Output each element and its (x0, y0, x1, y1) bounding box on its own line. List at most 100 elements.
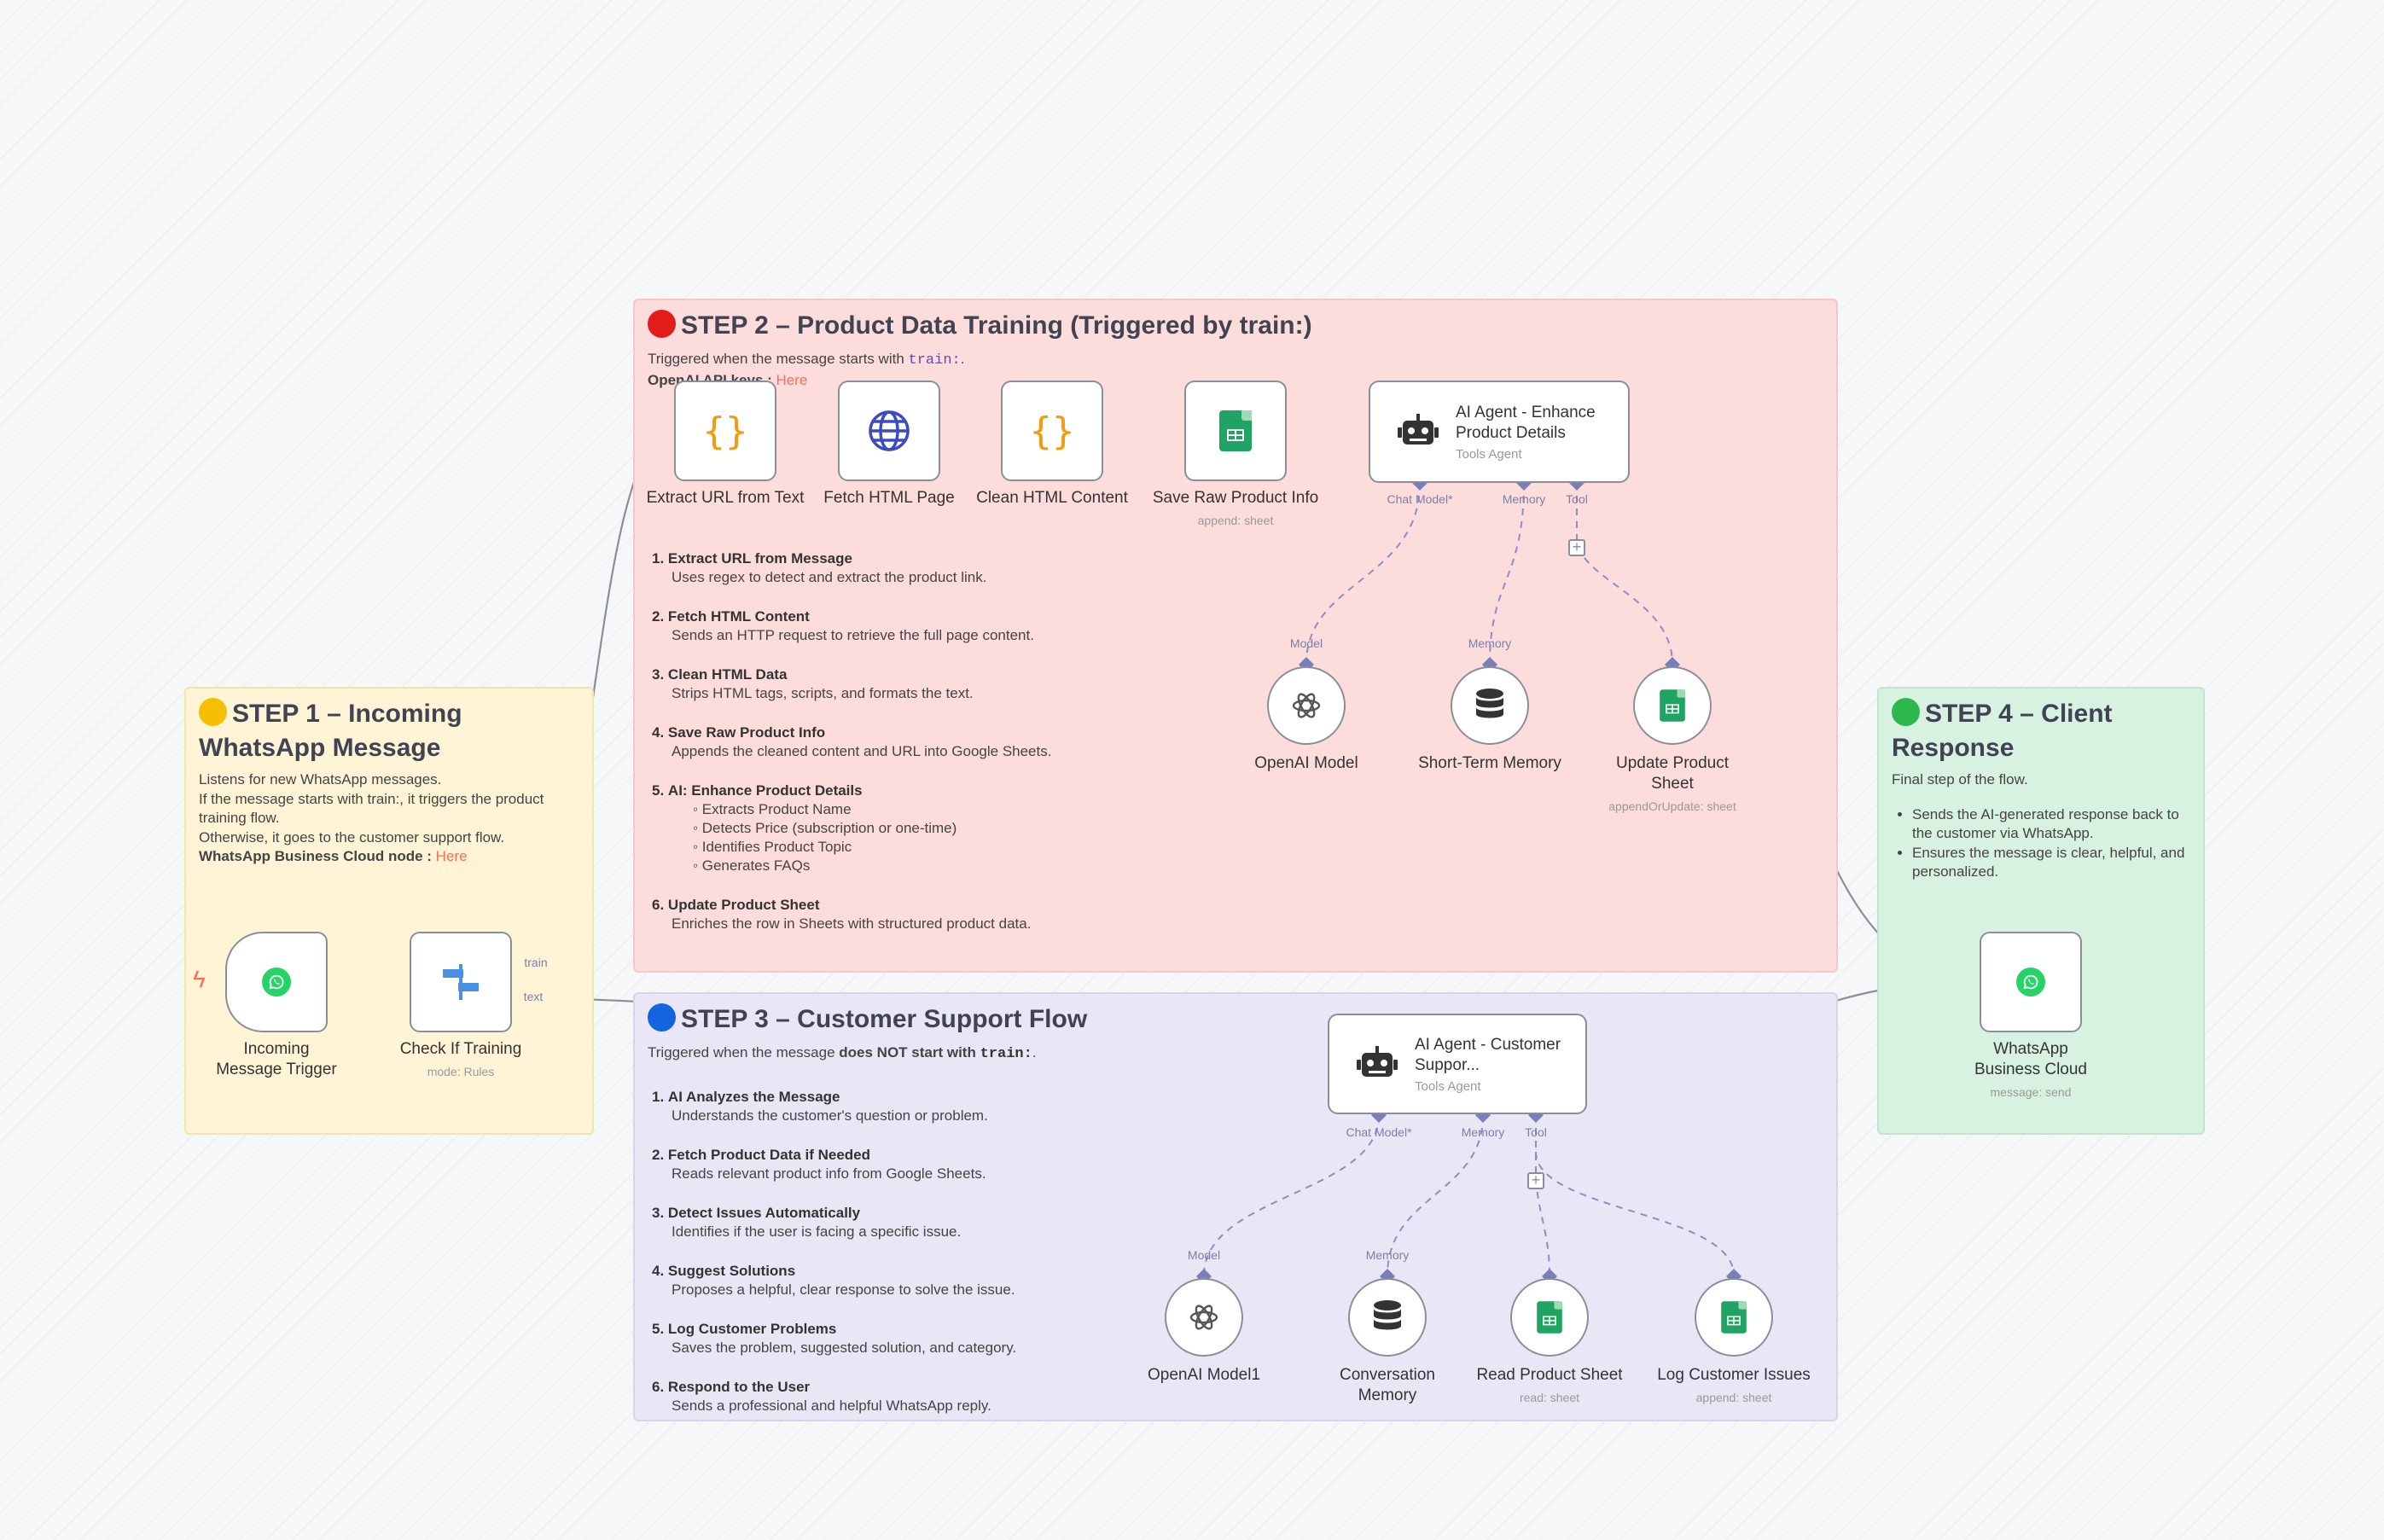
step4-bullet: Sends the AI-generated response back to … (1912, 805, 2186, 844)
node-openai-model1[interactable] (1165, 1278, 1243, 1357)
step2-title-text: STEP 2 – Product Data Training (Triggere… (681, 311, 1312, 340)
list-item: 5. AI: Enhance Product Details ◦ Extract… (652, 782, 1266, 875)
list-item-title: Log Customer Problems (667, 1321, 837, 1337)
list-item-desc: Uses regex to detect and extract the pro… (672, 569, 987, 585)
sticky-step1[interactable]: STEP 1 – Incoming WhatsApp Message Liste… (184, 687, 594, 1135)
label-save-raw: Save Raw Product Info append: sheet (1153, 488, 1318, 531)
agent-title: AI Agent - Enhance Product Details (1456, 403, 1596, 442)
node-check-if-training[interactable] (410, 932, 512, 1032)
label-short-term-memory: Short-Term Memory (1418, 753, 1561, 774)
node-read-product-sheet[interactable] (1510, 1278, 1589, 1357)
node-incoming-message-trigger[interactable] (225, 932, 328, 1032)
list-item-number: 5. (652, 782, 665, 799)
port-label-memory: Memory (1502, 492, 1546, 506)
label-openai-model1: OpenAI Model1 (1148, 1365, 1260, 1386)
node-extract-url-from-text[interactable]: {} (674, 381, 776, 481)
sub-item: ◦ Extracts Product Name (693, 801, 852, 817)
port-label-memory: Memory (1461, 1125, 1505, 1139)
label-subtitle: read: sheet (1519, 1391, 1580, 1404)
step3-description: Triggered when the message does NOT star… (648, 1043, 1330, 1065)
list-item-number: 2. (652, 1147, 665, 1163)
step3-title: STEP 3 – Customer Support Flow (648, 1002, 1825, 1037)
label-subtitle: message: send (1990, 1085, 2072, 1099)
sub-item: ◦ Generates FAQs (693, 857, 811, 874)
node-fetch-html-page[interactable] (838, 381, 940, 481)
label-subtitle: append: sheet (1197, 514, 1274, 527)
step2-link[interactable]: Here (776, 371, 808, 388)
port-label-memory: Memory (1365, 1248, 1410, 1262)
label-text: Conversation Memory (1340, 1366, 1435, 1404)
list-item-number: 3. (652, 1205, 665, 1221)
node-conversation-memory[interactable] (1348, 1278, 1427, 1357)
openai-icon (1292, 693, 1321, 718)
step1-link[interactable]: Here (435, 848, 468, 864)
label-text: Save Raw Product Info (1152, 489, 1319, 507)
step4-title-text: STEP 4 – Client Response (1892, 700, 2113, 762)
step1-title-text: STEP 1 – Incoming WhatsApp Message (199, 700, 462, 762)
add-tool-button[interactable]: + (1568, 539, 1585, 556)
red-circle-icon (648, 310, 676, 338)
list-item-title: Suggest Solutions (667, 1263, 796, 1279)
label-subtitle: appendOrUpdate: sheet (1608, 799, 1736, 813)
port-label-chat-model: Chat Model* (1387, 492, 1453, 506)
node-whatsapp-business-cloud[interactable] (1980, 932, 2082, 1032)
list-item-desc: Understands the customer's question or p… (672, 1107, 988, 1124)
label-text: Fetch HTML Page (823, 489, 955, 507)
globe-icon (869, 410, 910, 451)
list-item-desc: Sends an HTTP request to retrieve the fu… (672, 627, 1034, 643)
list-item-desc: Saves the problem, suggested solution, a… (672, 1340, 1017, 1356)
node-short-term-memory[interactable] (1451, 666, 1529, 745)
node-ai-agent-customer-support[interactable]: AI Agent - Customer Suppor... Tools Agen… (1328, 1014, 1587, 1114)
label-subtitle: append: sheet (1695, 1391, 1772, 1404)
step3-desc-code: train: (980, 1046, 1032, 1062)
node-log-customer-issues[interactable] (1695, 1278, 1773, 1357)
step1-line: Otherwise, it goes to the customer suppo… (199, 828, 505, 846)
switch-output-text: text (523, 990, 544, 1003)
sub-item-text: Identifies Product Topic (701, 839, 852, 855)
label-text: Read Product Sheet (1476, 1366, 1623, 1384)
node-ai-agent-enhance[interactable]: AI Agent - Enhance Product Details Tools… (1369, 381, 1630, 483)
trigger-bolt-icon: ϟ (193, 966, 206, 992)
list-item-desc: Identifies if the user is facing a speci… (672, 1223, 962, 1240)
list-item-desc: Sends a professional and helpful WhatsAp… (672, 1398, 991, 1414)
label-whatsapp-business-cloud: WhatsApp Business Cloud message: send (1962, 1039, 2099, 1102)
node-save-raw-product-info[interactable] (1184, 381, 1287, 481)
sticky-step4[interactable]: STEP 4 – Client Response Final step of t… (1877, 687, 2205, 1135)
step4-desc: Final step of the flow. (1892, 771, 2028, 787)
port-label-model: Model (1187, 1248, 1221, 1262)
list-item-desc: Reads relevant product info from Google … (672, 1165, 986, 1182)
list-item-number: 1. (652, 550, 665, 567)
label-text: WhatsApp Business Cloud (1974, 1040, 2088, 1078)
label-text: Check If Training (399, 1040, 522, 1058)
port-label-tool: Tool (1525, 1125, 1547, 1139)
whatsapp-icon (262, 968, 291, 997)
label-extract-url: Extract URL from Text (647, 488, 805, 508)
step1-description: Listens for new WhatsApp messages. If th… (199, 770, 587, 867)
node-clean-html-content[interactable]: {} (1001, 381, 1103, 481)
step2-desc-code: train: (908, 352, 961, 369)
add-tool-button[interactable]: + (1527, 1172, 1544, 1189)
agent-subtitle: Tools Agent (1415, 1078, 1481, 1094)
sticky-step3[interactable]: STEP 3 – Customer Support Flow Triggered… (633, 992, 1838, 1421)
list-item-title: Update Product Sheet (667, 897, 820, 913)
label-text: Extract URL from Text (646, 489, 805, 507)
database-icon (1374, 1300, 1401, 1330)
list-item-desc: Proposes a helpful, clear response to so… (672, 1281, 1015, 1298)
port-label-chat-model: Chat Model* (1346, 1125, 1412, 1139)
sub-item: ◦ Detects Price (subscription or one-tim… (693, 820, 957, 836)
label-text: Incoming Message Trigger (216, 1040, 337, 1078)
node-update-product-sheet[interactable] (1633, 666, 1712, 745)
node-openai-model[interactable] (1267, 666, 1346, 745)
label-clean-html: Clean HTML Content (976, 488, 1128, 508)
